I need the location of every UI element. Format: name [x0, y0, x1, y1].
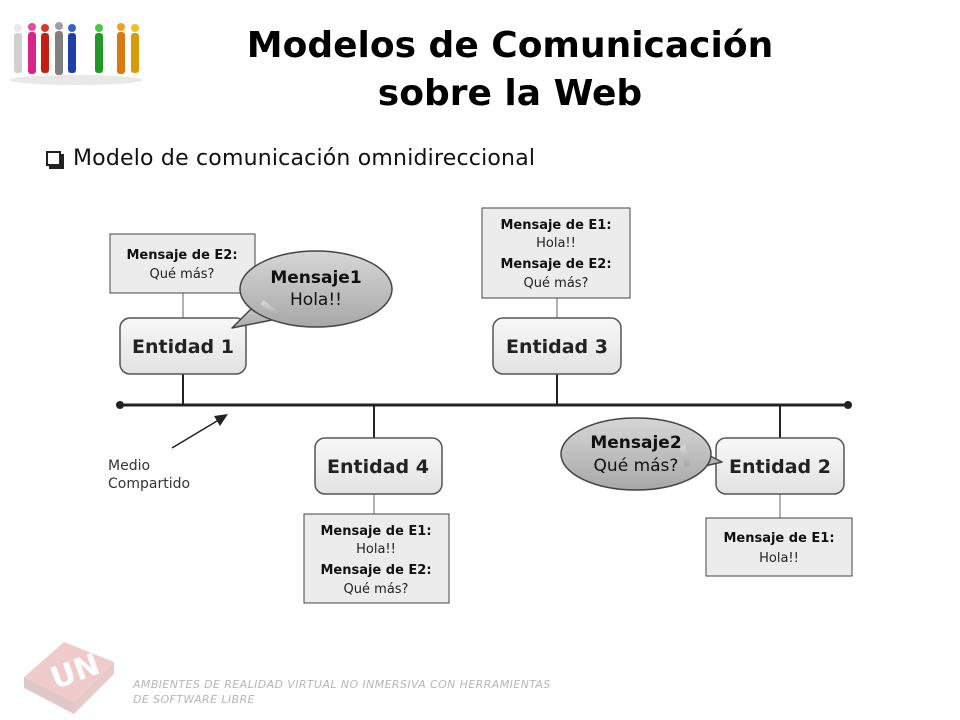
bubble-1-line1: Mensaje1	[270, 268, 361, 288]
box-e4-line3: Mensaje de E2:	[320, 563, 431, 578]
box-e4-line4: Qué más?	[344, 582, 409, 597]
message-box-e1: Mensaje de E2: Qué más?	[109, 233, 256, 294]
bullet-item: Modelo de comunicación omnidireccional	[46, 141, 535, 175]
title-line-1: Modelos de Comunicación	[246, 25, 774, 66]
bus-end-right	[844, 401, 852, 409]
box-e2-line1: Mensaje de E1:	[723, 531, 834, 546]
people-logo-icon	[10, 22, 142, 85]
footer-line-1: AMBIENTES DE REALIDAD VIRTUAL NO INMERSI…	[133, 678, 551, 691]
medium-label-line2: Compartido	[108, 476, 190, 492]
bubble-1-line2: Hola!!	[290, 290, 342, 310]
slide-title: Modelos de Comunicación sobre la Web	[140, 22, 880, 118]
entity-3-label: Entidad 3	[506, 336, 608, 358]
box-e3-line4: Qué más?	[524, 276, 589, 291]
speech-bubble-1: Mensaje1 Hola!!	[231, 250, 393, 329]
medium-label-line1: Medio	[108, 458, 150, 474]
message-box-e4: Mensaje de E1: Hola!! Mensaje de E2: Qué…	[303, 513, 450, 604]
checkbox-bullet-icon	[46, 150, 64, 169]
medium-arrow	[171, 417, 223, 449]
entity-1-label: Entidad 1	[132, 336, 234, 358]
message-box-e2: Mensaje de E1: Hola!!	[705, 517, 853, 577]
box-e4-line1: Mensaje de E1:	[320, 524, 431, 539]
medium-annotation: Medio Compartido	[108, 414, 228, 492]
box-e3-line1: Mensaje de E1:	[500, 218, 611, 233]
message-box-e3: Mensaje de E1: Hola!! Mensaje de E2: Qué…	[481, 207, 631, 299]
box-e2-line2: Hola!!	[759, 551, 799, 566]
box-e1-line2: Qué más?	[150, 267, 215, 282]
un-logo-icon: UN	[24, 642, 114, 714]
entity-2-label: Entidad 2	[729, 456, 831, 478]
footer-line-2: DE SOFTWARE LIBRE	[133, 693, 255, 706]
footer-text: AMBIENTES DE REALIDAD VIRTUAL NO INMERSI…	[133, 677, 653, 707]
bubble-2-line2: Qué más?	[594, 456, 679, 476]
bubble-2-line1: Mensaje2	[590, 433, 681, 453]
entity-1-node: Entidad 1	[119, 317, 247, 375]
entity-4-label: Entidad 4	[327, 456, 429, 478]
bullet-text: Modelo de comunicación omnidireccional	[73, 145, 536, 171]
entity-3-node: Entidad 3	[492, 317, 622, 375]
bus-end-left	[116, 401, 124, 409]
arrow-head-icon	[214, 414, 228, 426]
entity-4-node: Entidad 4	[314, 437, 443, 495]
speech-bubble-2: Mensaje2 Qué más?	[560, 417, 723, 491]
box-e4-line2: Hola!!	[356, 542, 396, 557]
title-line-2: sobre la Web	[377, 73, 643, 114]
box-e3-line3: Mensaje de E2:	[500, 257, 611, 272]
box-e3-line2: Hola!!	[536, 236, 576, 251]
entity-2-node: Entidad 2	[715, 437, 845, 495]
box-e1-line1: Mensaje de E2:	[126, 248, 237, 263]
